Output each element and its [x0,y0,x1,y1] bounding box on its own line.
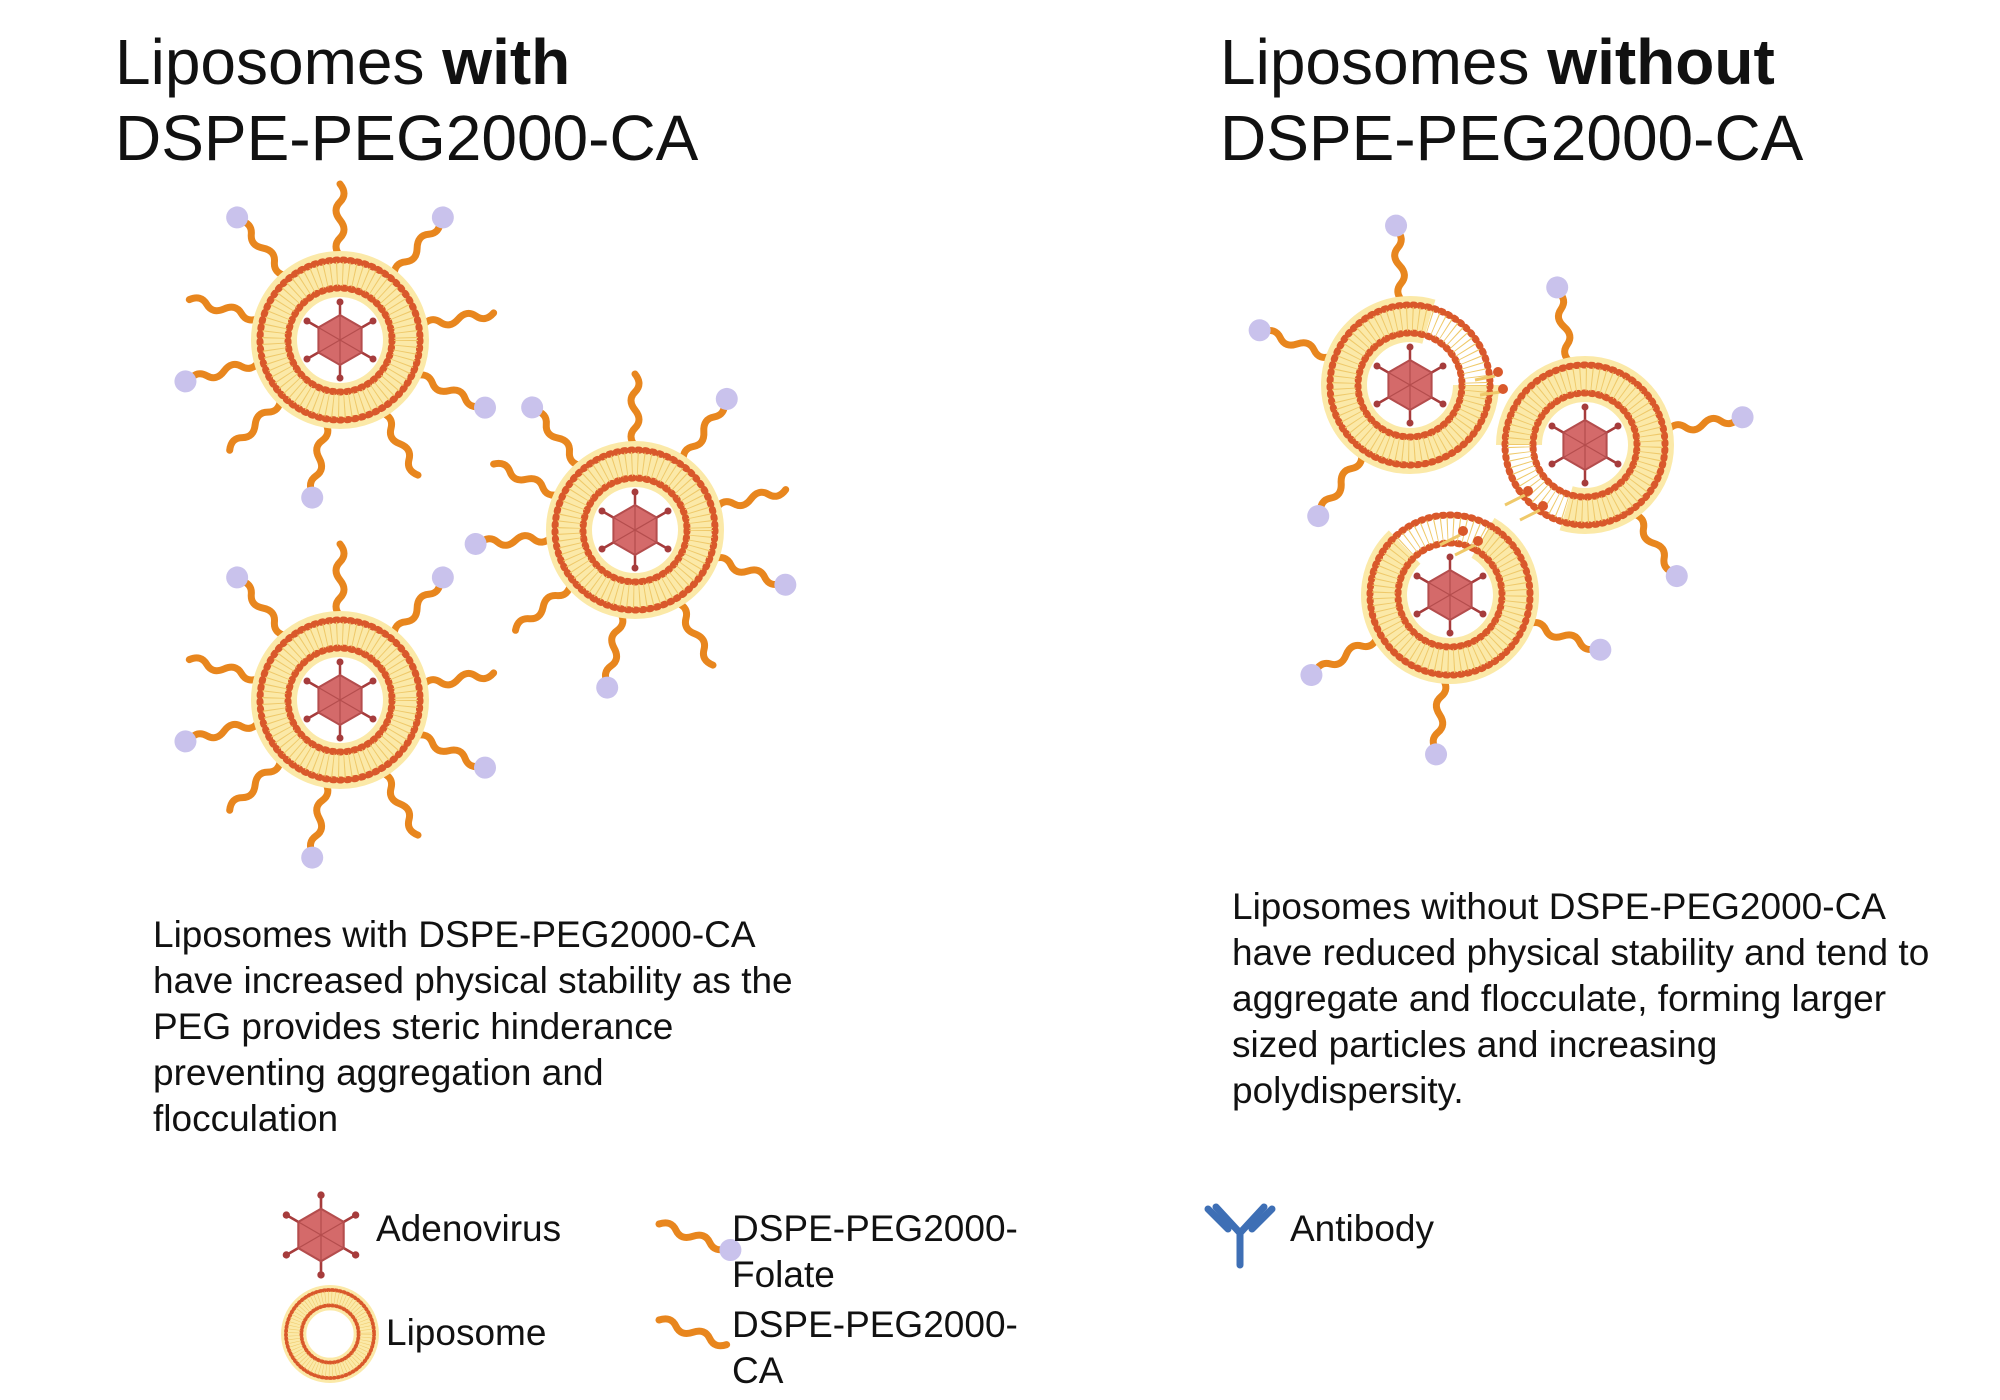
legend-liposome-label: Liposome [386,1312,547,1353]
left-title-line2: DSPE-PEG2000-CA [115,102,699,174]
legend-peg-ca-icon [655,1306,735,1366]
legend-adenovirus-label: Adenovirus [376,1208,562,1249]
legend-liposome-icon [280,1284,380,1384]
legend-peg-ca-label: DSPE-PEG2000-CA [732,1304,1018,1391]
right-title: Liposomes without DSPE-PEG2000-CA [1220,24,1980,176]
right-title-emphasis: without [1547,26,1775,98]
legend-antibody-icon [1204,1203,1276,1269]
legend-peg-folate-label: DSPE-PEG2000-Folate [732,1208,1018,1295]
legend-adenovirus-icon [281,1190,361,1280]
right-description: Liposomes without DSPE-PEG2000-CA have r… [1232,886,1930,1111]
right-title-line2: DSPE-PEG2000-CA [1220,102,1804,174]
left-title: Liposomes with DSPE-PEG2000-CA [115,24,915,176]
legend-antibody-label: Antibody [1290,1208,1434,1249]
left-title-emphasis: with [442,26,571,98]
legend-peg-folate-icon [655,1210,735,1270]
right-title-prefix: Liposomes [1220,26,1530,98]
left-description: Liposomes with DSPE-PEG2000-CA have incr… [153,914,793,1139]
left-title-prefix: Liposomes [115,26,425,98]
